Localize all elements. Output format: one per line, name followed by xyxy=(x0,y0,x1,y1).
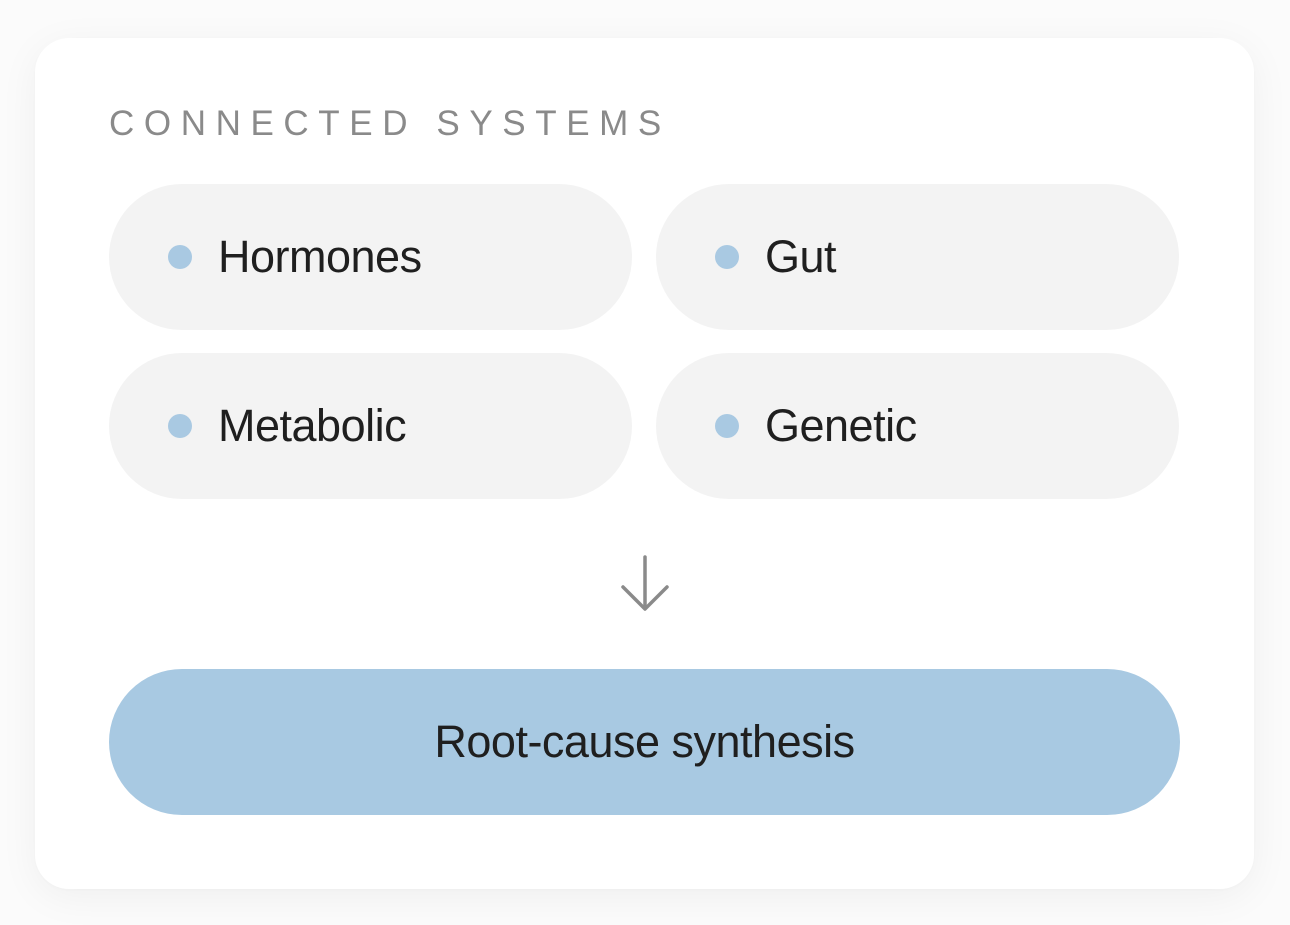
bullet-dot-icon xyxy=(168,245,192,269)
bullet-dot-icon xyxy=(715,414,739,438)
root-cause-synthesis-pill: Root-cause synthesis xyxy=(109,669,1180,815)
system-pill-metabolic: Metabolic xyxy=(109,353,632,499)
system-label: Gut xyxy=(765,231,837,282)
section-title: CONNECTED SYSTEMS xyxy=(109,104,671,143)
connected-systems-card: CONNECTED SYSTEMS Hormones Gut Metabolic… xyxy=(35,38,1254,889)
arrow-down-icon xyxy=(621,555,669,611)
bullet-dot-icon xyxy=(168,414,192,438)
system-pill-gut: Gut xyxy=(656,184,1179,330)
bullet-dot-icon xyxy=(715,245,739,269)
system-pill-hormones: Hormones xyxy=(109,184,632,330)
system-label: Hormones xyxy=(218,231,422,282)
system-label: Metabolic xyxy=(218,400,407,451)
system-pill-genetic: Genetic xyxy=(656,353,1179,499)
system-label: Genetic xyxy=(765,400,917,451)
